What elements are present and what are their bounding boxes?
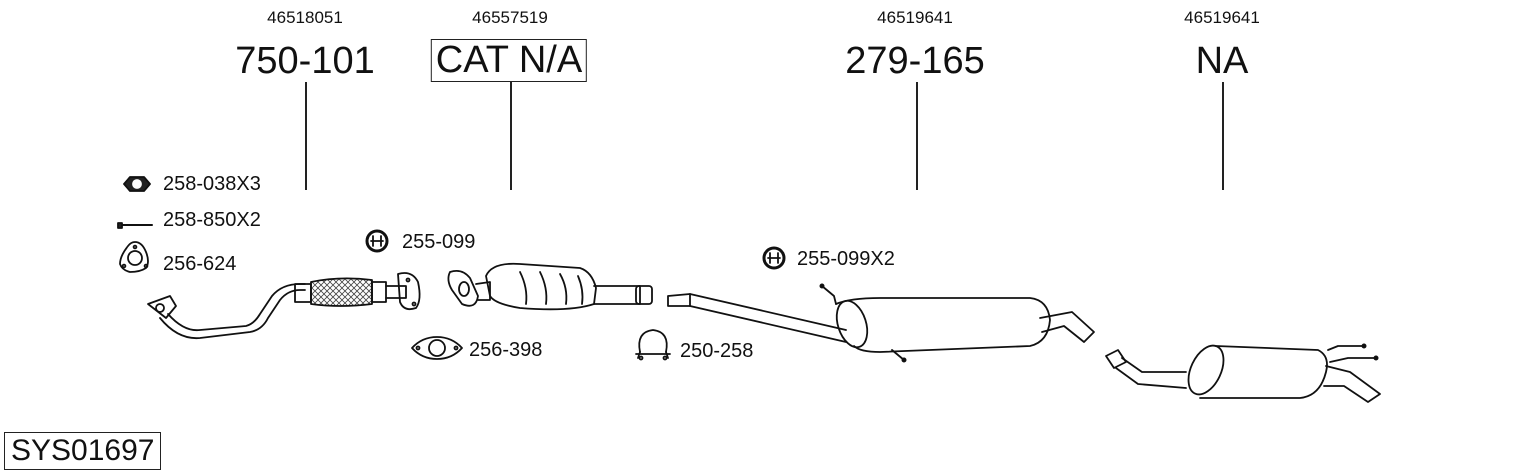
pipe-clamp-icon <box>635 329 671 361</box>
catalytic-converter-drawing[interactable] <box>447 262 653 311</box>
rubber-hanger-icon <box>365 229 389 253</box>
leader-line <box>510 82 512 190</box>
system-code: SYS01697 <box>4 432 162 470</box>
part-number[interactable]: 750-101 <box>235 40 375 82</box>
oem-number: 46518051 <box>267 8 343 27</box>
oem-number: 46519641 <box>877 8 953 27</box>
front-pipe-drawing[interactable] <box>147 272 421 340</box>
accessory-nut-label[interactable]: 258-038X3 <box>163 173 261 195</box>
part-number[interactable]: CAT N/A <box>430 39 588 82</box>
accessory-clamp-label[interactable]: 250-258 <box>680 340 754 362</box>
three-hole-gasket-icon <box>119 241 149 273</box>
rubber-hanger-icon <box>762 246 786 270</box>
accessory-hanger-label[interactable]: 255-099X2 <box>797 248 895 270</box>
accessory-hanger-label[interactable]: 255-099 <box>402 231 476 253</box>
oem-number: 46557519 <box>472 8 548 27</box>
accessory-gasket-label[interactable]: 256-398 <box>469 339 543 361</box>
leader-line <box>916 82 918 190</box>
part-number[interactable]: 279-165 <box>845 40 985 82</box>
two-hole-gasket-icon <box>411 336 463 360</box>
leader-line <box>305 82 307 190</box>
bolt-icon <box>117 222 153 229</box>
accessory-gasket-label[interactable]: 256-624 <box>163 253 237 275</box>
oem-number: 46519641 <box>1184 8 1260 27</box>
leader-line <box>1222 82 1224 190</box>
middle-silencer-drawing[interactable] <box>667 283 1095 363</box>
rear-silencer-drawing[interactable] <box>1105 340 1381 403</box>
accessory-bolt-label[interactable]: 258-850X2 <box>163 209 261 231</box>
nut-icon <box>123 176 151 192</box>
part-number[interactable]: NA <box>1195 40 1249 82</box>
